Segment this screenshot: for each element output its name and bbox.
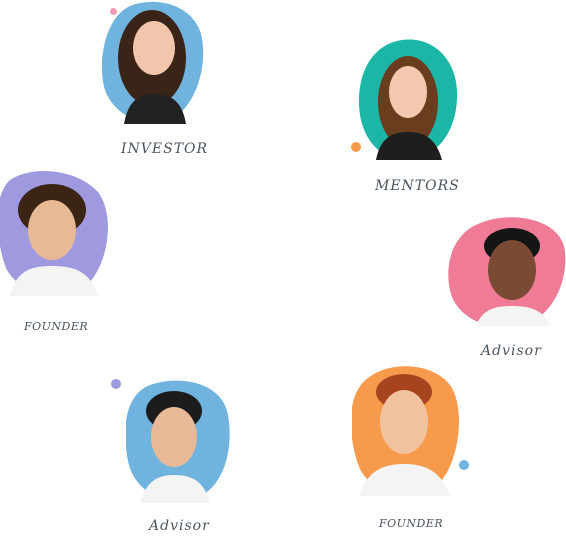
mentors-label: MENTORS — [375, 178, 460, 194]
advisor-bottom-face — [151, 407, 197, 467]
investor-face — [133, 21, 175, 75]
mentors-face — [389, 66, 427, 118]
advisor-right-shirt — [476, 306, 550, 326]
advisor-portrait-right — [448, 216, 566, 326]
investor-portrait — [100, 0, 204, 124]
blue-dot — [459, 460, 469, 470]
advisor-right-face — [488, 240, 536, 300]
founder-left-face — [28, 200, 76, 260]
founder-portrait-bottom — [352, 364, 460, 496]
advisor-right-label: Advisor — [481, 343, 542, 359]
founder-left-label: FOUNDER — [24, 320, 89, 333]
founder-bottom-face — [380, 390, 428, 454]
advisor-portrait-bottom — [126, 379, 230, 503]
advisor-bottom-label: Advisor — [149, 518, 210, 534]
founder-bottom-label: FOUNDER — [379, 517, 444, 530]
pink-dot — [110, 8, 117, 15]
founder-left-shirt — [10, 266, 98, 296]
advisor-bottom-shirt — [140, 475, 210, 503]
investor-label: INVESTOR — [121, 141, 209, 157]
orange-dot — [351, 142, 361, 152]
founder-portrait-left — [0, 170, 110, 296]
mentors-top — [376, 132, 442, 160]
founder-bottom-shirt — [360, 464, 450, 496]
mentors-portrait — [358, 38, 458, 160]
investor-top — [124, 94, 186, 124]
purple-dot — [111, 379, 121, 389]
